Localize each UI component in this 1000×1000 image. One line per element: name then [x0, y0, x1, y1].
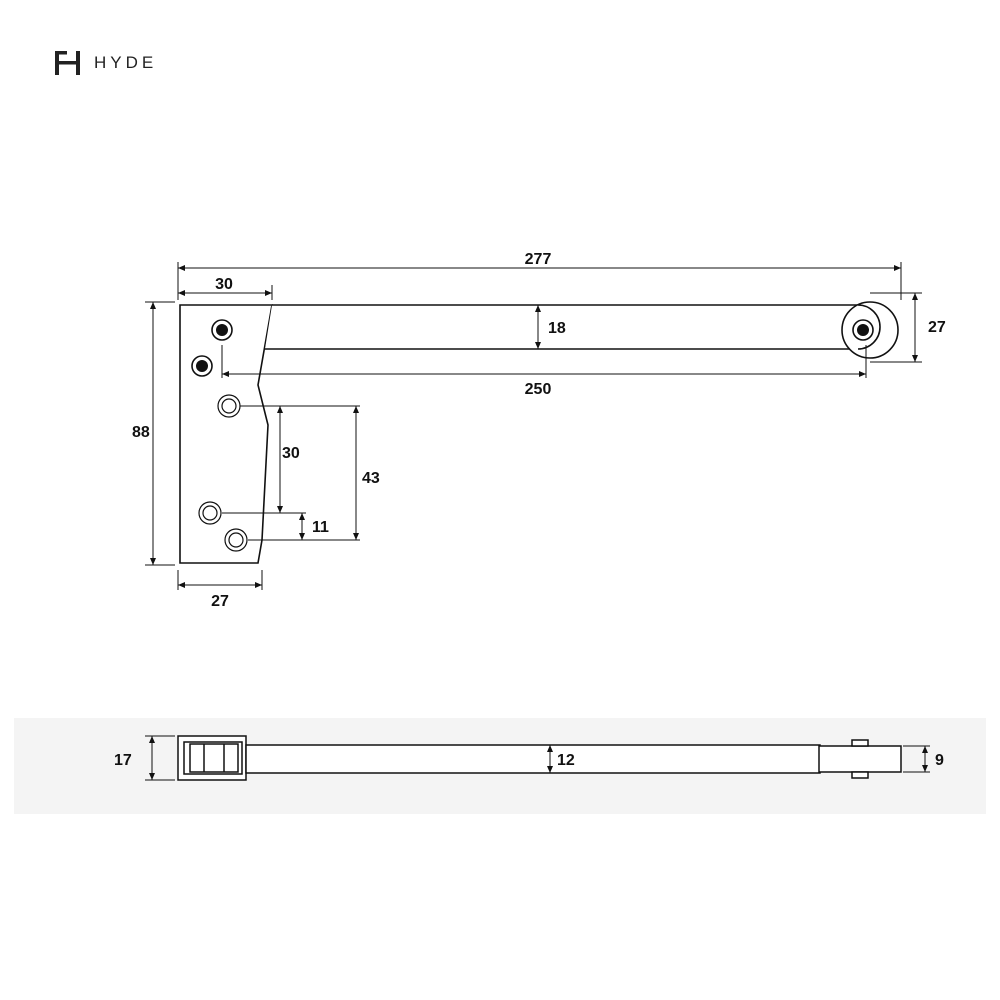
side-view — [177, 735, 902, 781]
dim-label-18: 18 — [548, 320, 566, 337]
dim-label-27-bottom: 27 — [211, 593, 229, 610]
bracket-plate — [179, 304, 273, 564]
dim-label-12: 12 — [557, 752, 575, 769]
arm — [265, 304, 881, 350]
dim-label-17: 17 — [114, 752, 132, 769]
top-dimension-labels: 277 30 18 27 250 88 30 43 11 27 — [132, 251, 946, 610]
brand-logo: HYDE — [54, 49, 157, 77]
side-arm — [245, 744, 821, 774]
rivet-holes — [191, 319, 874, 377]
h-logo-icon — [55, 51, 80, 75]
dim-label-27-right: 27 — [928, 319, 946, 336]
screw-holes — [198, 394, 248, 552]
dim-label-30-top: 30 — [215, 276, 233, 293]
side-dimension-labels: 17 12 9 — [114, 752, 944, 769]
dim-label-250: 250 — [525, 381, 552, 398]
top-dimensions — [145, 262, 922, 590]
dim-label-277: 277 — [525, 251, 552, 268]
side-dimensions — [145, 735, 930, 781]
brand-name: HYDE — [94, 53, 158, 72]
top-view — [179, 301, 899, 564]
dim-label-9: 9 — [935, 752, 944, 769]
dim-label-43: 43 — [362, 470, 380, 487]
side-roller-block — [818, 745, 902, 773]
dim-label-30-holes: 30 — [282, 445, 300, 462]
dim-label-88: 88 — [132, 424, 150, 441]
dim-label-11: 11 — [312, 519, 329, 536]
